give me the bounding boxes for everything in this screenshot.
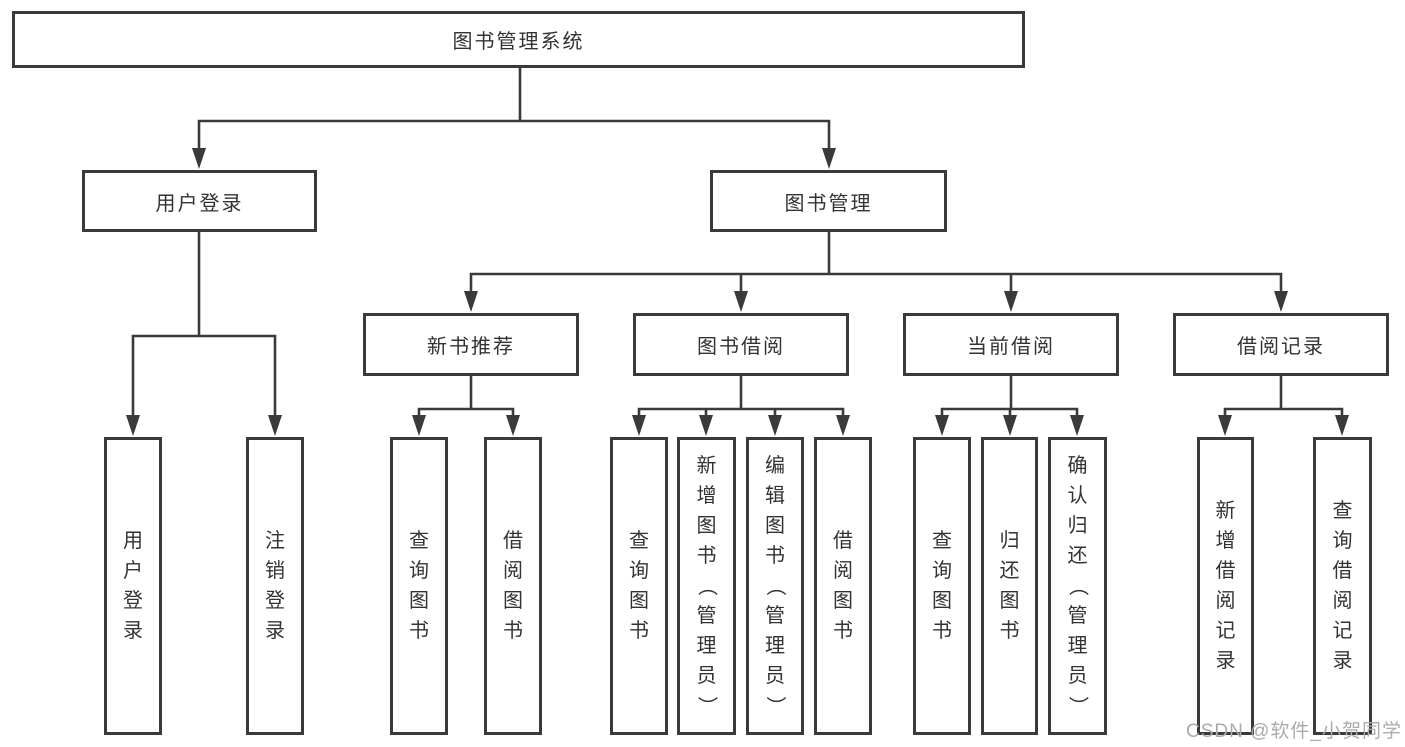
node-library-management-system: 图书管理系统 xyxy=(12,11,1025,68)
leaf-query-books-current: 查询图书 xyxy=(913,437,971,735)
leaf-add-borrow-record: 新增借阅记录 xyxy=(1197,437,1254,735)
leaf-confirm-return-admin: 确认归还（管理员） xyxy=(1048,437,1107,735)
leaf-user-login: 用户登录 xyxy=(104,437,162,735)
leaf-logout: 注销登录 xyxy=(246,437,304,735)
leaf-query-books-recommend: 查询图书 xyxy=(390,437,448,735)
leaf-query-books-borrow: 查询图书 xyxy=(610,437,668,735)
arrowheads xyxy=(126,148,1349,436)
node-new-book-recommend: 新书推荐 xyxy=(363,313,579,376)
leaf-edit-books-admin: 编辑图书（管理员） xyxy=(746,437,804,735)
node-current-borrow: 当前借阅 xyxy=(903,313,1119,376)
node-user-login: 用户登录 xyxy=(82,170,317,232)
leaf-borrow-books-recommend: 借阅图书 xyxy=(484,437,542,735)
leaf-add-books-admin: 新增图书（管理员） xyxy=(677,437,736,735)
node-book-borrow: 图书借阅 xyxy=(633,313,849,376)
leaf-borrow-books: 借阅图书 xyxy=(814,437,872,735)
leaf-return-books: 归还图书 xyxy=(981,437,1038,735)
node-book-management: 图书管理 xyxy=(710,170,947,232)
leaf-query-borrow-record: 查询借阅记录 xyxy=(1313,437,1372,735)
csdn-watermark: CSDN @软件_小贺同学 xyxy=(1186,721,1402,742)
node-borrow-records: 借阅记录 xyxy=(1173,313,1389,376)
